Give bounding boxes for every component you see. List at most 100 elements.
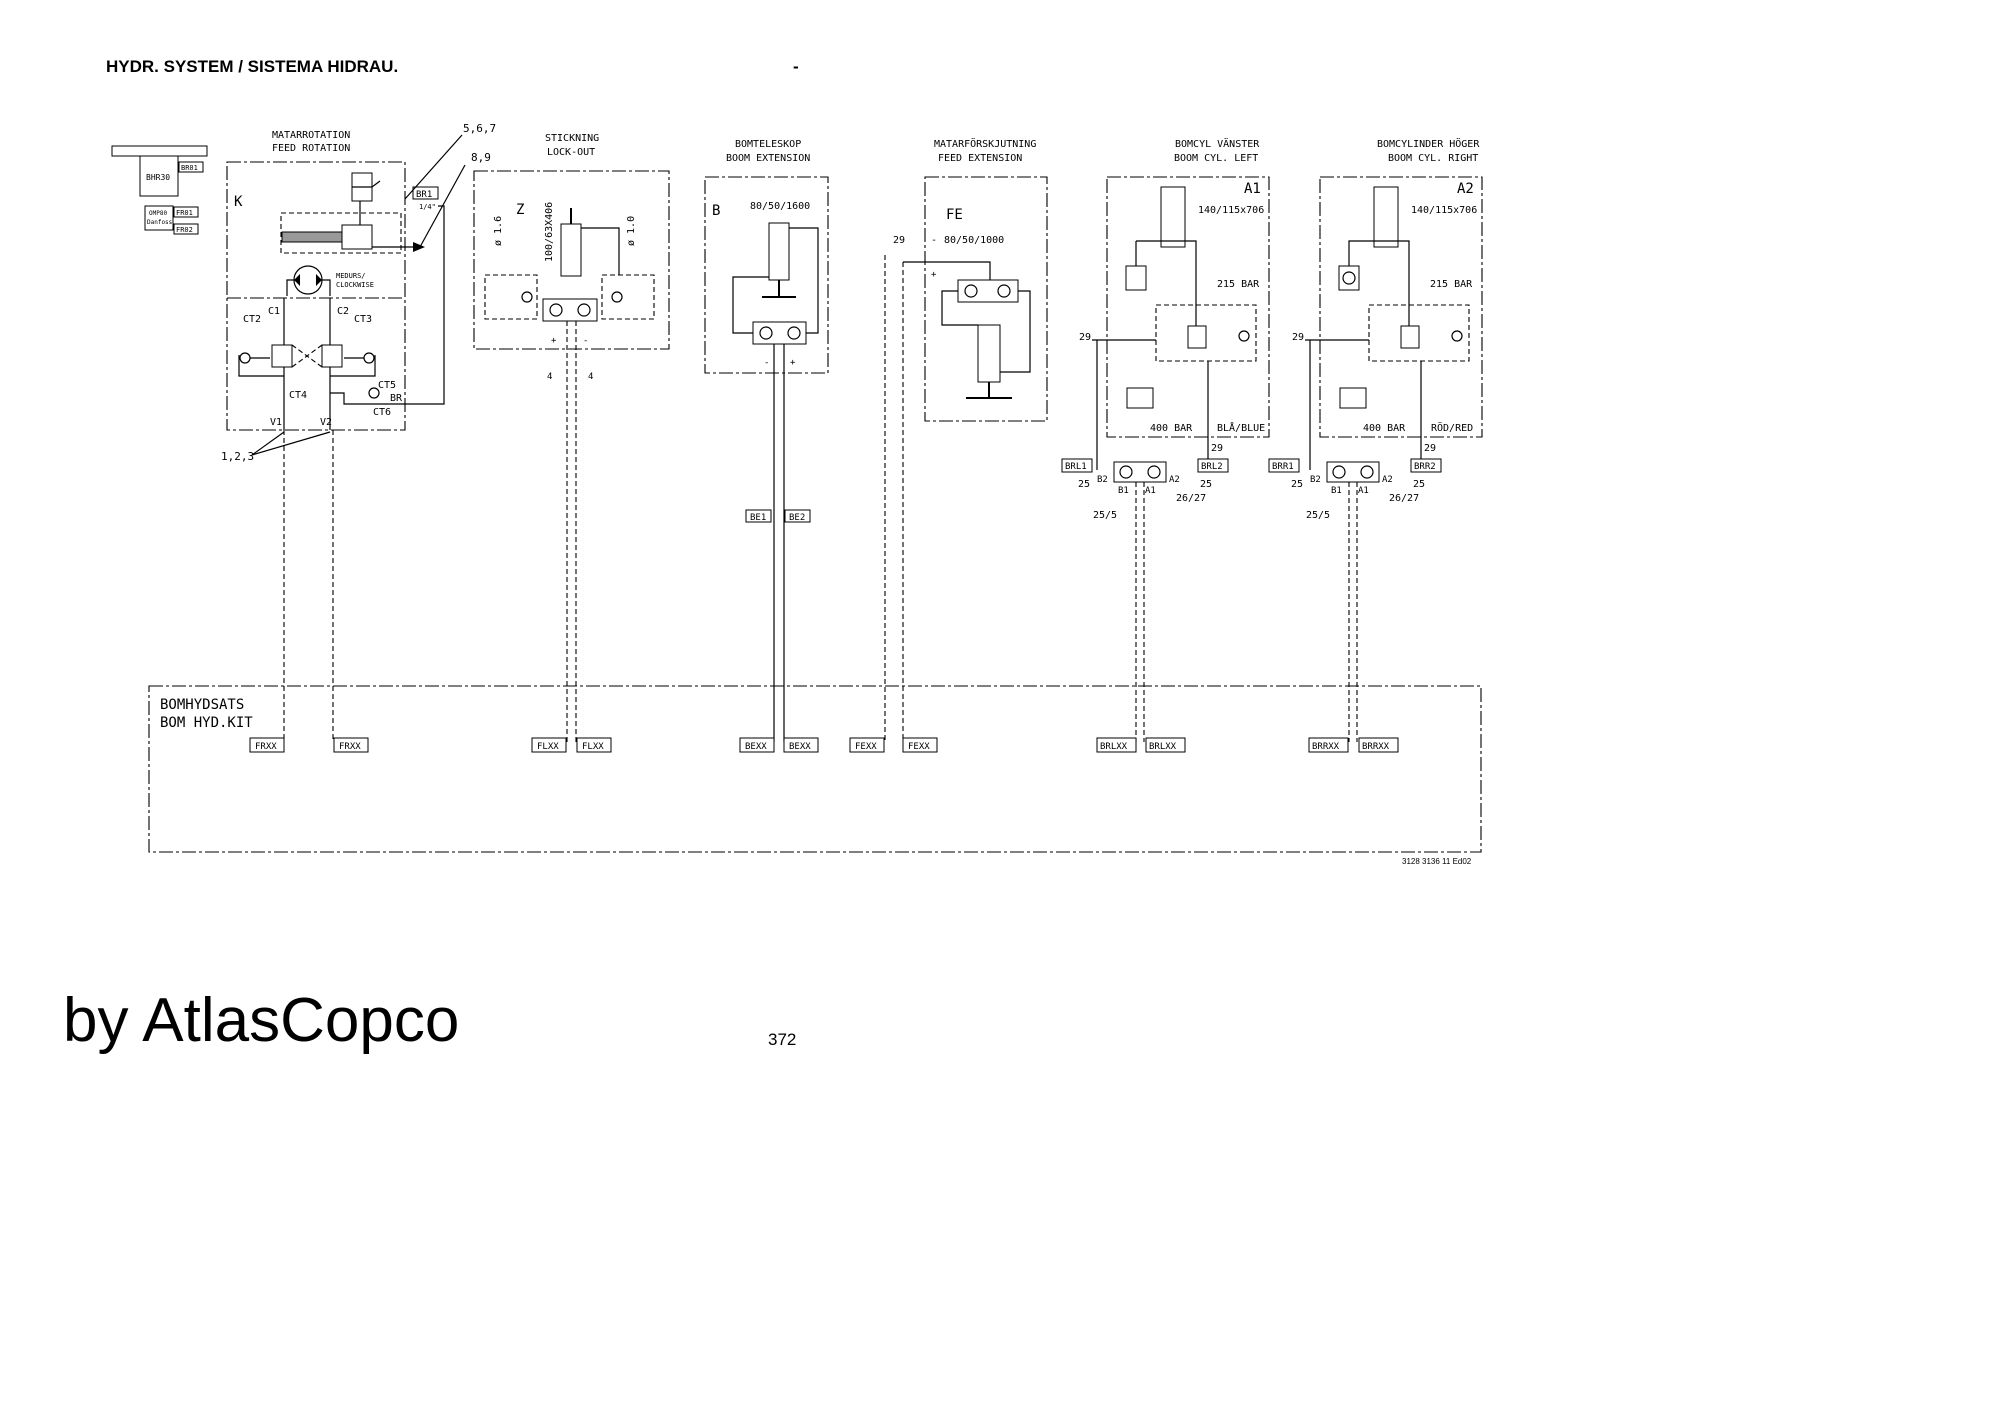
- kit-port-fexx-2: FEXX: [908, 742, 930, 752]
- section-boom-cyl-left: BOMCYL VÄNSTER BOOM CYL. LEFT A1 140/115…: [1061, 137, 1270, 742]
- kit-port-bexx-2: BEXX: [789, 742, 811, 752]
- label-br: BR: [390, 393, 403, 404]
- boom-right-ref-29b: 29: [1424, 443, 1436, 454]
- port-brl1: BRL1: [1065, 462, 1087, 472]
- kit-port-brlxx-1: BRLXX: [1100, 742, 1128, 752]
- boom-right-ref-25b: 25: [1413, 479, 1425, 490]
- feed-ext-title-sv: MATARFÖRSKJUTNING: [934, 137, 1036, 150]
- rotation-motor-symbol: BHR30 BR01 OMP80 Danfoss FR01 FR02: [111, 145, 208, 235]
- boom-right-ref-29a: 29: [1292, 332, 1304, 343]
- boom-hyd-kit: BOMHYDSATS BOM HYD.KIT FRXX FRXX FLXX FL…: [148, 685, 1482, 853]
- page: { "header": { "title": "HYDR. SYSTEM / S…: [63, 57, 1483, 1055]
- feed-ext-plus: +: [931, 270, 937, 280]
- boom-right-letter: A2: [1457, 181, 1474, 197]
- label-c2: C2: [337, 306, 349, 317]
- label-v1: V1: [270, 417, 282, 428]
- boom-right-b2: B2: [1310, 475, 1321, 485]
- feed-rotation-letter: K: [234, 194, 243, 210]
- boom-right-ref-25a: 25: [1291, 479, 1303, 490]
- boom-right-p1: 215 BAR: [1430, 279, 1473, 290]
- port-be1: BE1: [750, 513, 766, 523]
- boom-right-color: RÖD/RED: [1431, 421, 1473, 434]
- page-number: 372: [768, 1030, 797, 1049]
- medurs-label: MEDURS/: [336, 272, 366, 280]
- boom-left-ref-29b: 29: [1211, 443, 1223, 454]
- kit-port-bexx-1: BEXX: [745, 742, 767, 752]
- feed-ext-ref-29: 29: [893, 235, 905, 246]
- feed-ext-minus: -: [931, 235, 937, 246]
- port-brr1: BRR1: [1272, 462, 1294, 472]
- port-fr02: FR02: [176, 226, 193, 234]
- label-ct4: CT4: [289, 390, 307, 401]
- kit-port-frxx-1: FRXX: [255, 742, 277, 752]
- port-br01: BR01: [181, 164, 198, 172]
- feed-ext-title-en: FEED EXTENSION: [938, 153, 1022, 164]
- feed-rotation-title-en: FEED ROTATION: [272, 143, 350, 154]
- lockout-cyl: 100/63X406: [544, 202, 555, 262]
- port-brr2: BRR2: [1414, 462, 1436, 472]
- boom-left-b1: B1: [1118, 486, 1129, 496]
- ref-89: 8,9: [471, 151, 491, 164]
- feed-rotation-title-sv: MATARROTATION: [272, 130, 350, 141]
- ref-567: 5,6,7: [463, 122, 496, 135]
- section-lockout: STICKNING LOCK-OUT Z 100/63X406 ø 1.6 ø …: [473, 133, 670, 742]
- boom-left-b2: B2: [1097, 475, 1108, 485]
- label-v2: V2: [320, 417, 332, 428]
- boom-left-ref-2627: 26/27: [1176, 493, 1206, 504]
- lockout-valve-left: ø 1.6: [493, 216, 504, 246]
- kit-port-fexx-1: FEXX: [855, 742, 877, 752]
- motor-name: BHR30: [146, 173, 170, 182]
- boom-right-a1: A1: [1358, 486, 1369, 496]
- lockout-valve-right: ø 1.0: [626, 216, 637, 246]
- boom-left-ref-29a: 29: [1079, 332, 1091, 343]
- lockout-letter: Z: [516, 202, 524, 218]
- kit-port-flxx-1: FLXX: [537, 742, 559, 752]
- boom-right-ref-255: 25/5: [1306, 510, 1330, 521]
- ref-123: 1,2,3: [221, 450, 254, 463]
- boom-left-title-sv: BOMCYL VÄNSTER: [1175, 137, 1260, 150]
- brand-text: by AtlasCopco: [63, 986, 460, 1055]
- header-dash: -: [793, 57, 799, 76]
- motor-omp: OMP80: [149, 210, 167, 217]
- boom-left-a2: A2: [1169, 475, 1180, 485]
- boom-right-a2: A2: [1382, 475, 1393, 485]
- label-ct5: CT5: [378, 380, 396, 391]
- motor-danfoss: Danfoss: [147, 219, 173, 226]
- boom-left-ref-25a: 25: [1078, 479, 1090, 490]
- boom-left-ref-255: 25/5: [1093, 510, 1117, 521]
- section-feed-extension: MATARFÖRSKJUTNING FEED EXTENSION FE 80/5…: [884, 137, 1048, 742]
- lockout-ref-4b: 4: [588, 372, 593, 382]
- kit-port-brrxx-1: BRRXX: [1312, 742, 1340, 752]
- lockout-title-en: LOCK-OUT: [547, 147, 595, 158]
- label-ct6: CT6: [373, 407, 391, 418]
- boom-ext-title-sv: BOMTELESKOP: [735, 139, 801, 150]
- section-boom-extension: BOMTELESKOP BOOM EXTENSION B 80/50/1600 …: [704, 139, 829, 742]
- hydraulic-schematic: BHR30 BR01 OMP80 Danfoss FR01 FR02 MATAR…: [111, 122, 1483, 853]
- feed-ext-cyl: 80/50/1000: [944, 235, 1004, 246]
- boom-left-p1: 215 BAR: [1217, 279, 1260, 290]
- boom-ext-minus: -: [764, 358, 769, 368]
- boom-ext-title-en: BOOM EXTENSION: [726, 153, 810, 164]
- boom-left-ref-25b: 25: [1200, 479, 1212, 490]
- feed-ext-letter: FE: [946, 207, 963, 223]
- label-ct2: CT2: [243, 314, 261, 325]
- page-title: HYDR. SYSTEM / SISTEMA HIDRAU.: [106, 57, 399, 76]
- kit-port-brrxx-2: BRRXX: [1362, 742, 1390, 752]
- clockwise-label: CLOCKWISE: [336, 281, 374, 289]
- kit-port-frxx-2: FRXX: [339, 742, 361, 752]
- port-brl2: BRL2: [1201, 462, 1223, 472]
- boom-left-letter: A1: [1244, 181, 1261, 197]
- lockout-plus: +: [551, 336, 557, 346]
- boom-ext-cyl: 80/50/1600: [750, 201, 810, 212]
- port-fr01: FR01: [176, 209, 193, 217]
- section-boom-cyl-right: BOMCYLINDER HÖGER BOOM CYL. RIGHT A2 140…: [1268, 137, 1483, 742]
- port-br1: BR1: [416, 190, 432, 200]
- boom-left-a1: A1: [1145, 486, 1156, 496]
- boom-ext-plus: +: [790, 358, 796, 368]
- boom-left-p2: 400 BAR: [1150, 423, 1193, 434]
- port-be2: BE2: [789, 513, 805, 523]
- boom-left-title-en: BOOM CYL. LEFT: [1174, 153, 1258, 164]
- boom-right-title-sv: BOMCYLINDER HÖGER: [1377, 137, 1480, 150]
- boom-left-cyl: 140/115x706: [1198, 205, 1264, 216]
- boom-right-b1: B1: [1331, 486, 1342, 496]
